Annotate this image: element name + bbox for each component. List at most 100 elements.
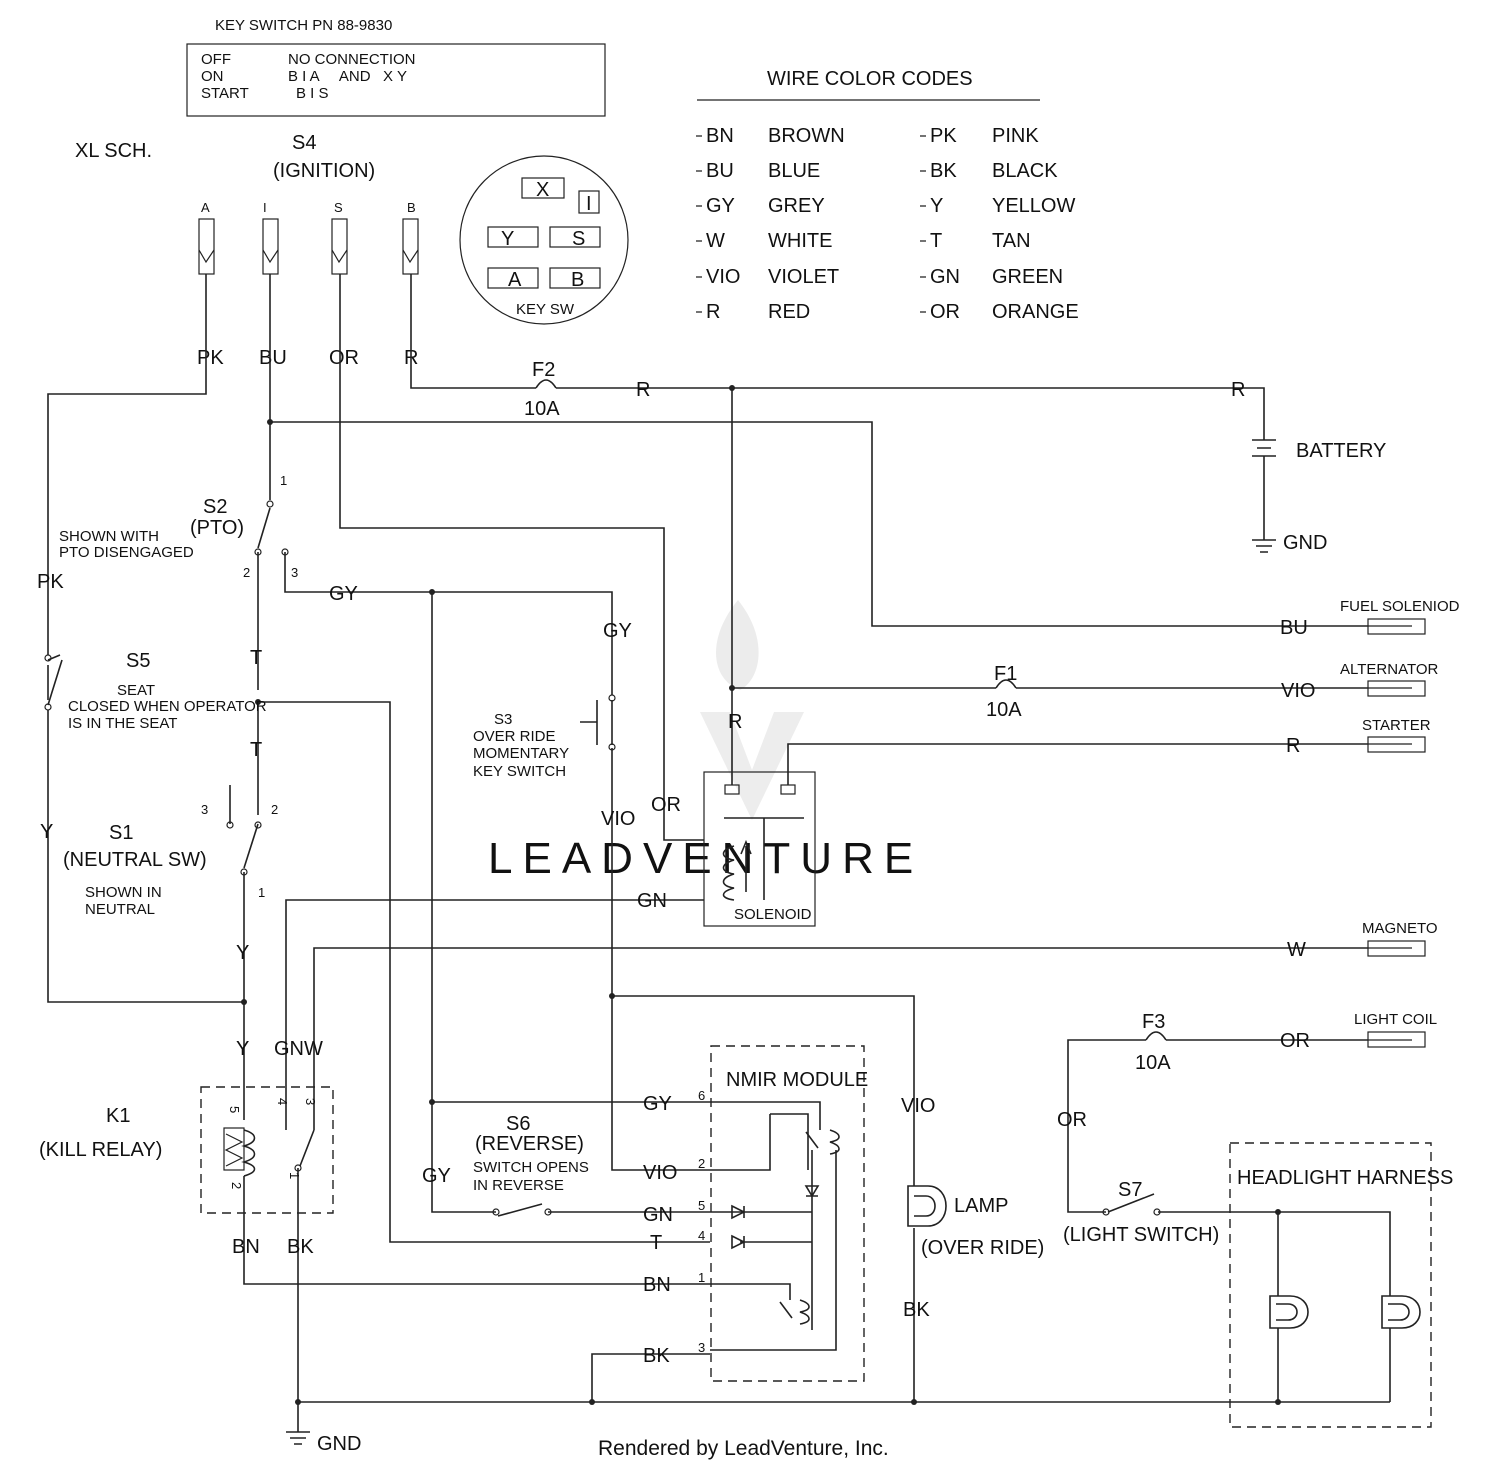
reverse-name: S6: [506, 1113, 530, 1135]
wire-label-r-2: R: [1231, 379, 1245, 401]
reverse-blade: [497, 1203, 543, 1217]
pto-pin-2: 2: [243, 565, 250, 580]
wire-label-gy-3: GY: [422, 1165, 451, 1187]
ignition-desc: (IGNITION): [273, 160, 375, 182]
code-or: OR: [930, 301, 960, 323]
wire-label-vio-1: VIO: [601, 808, 635, 830]
nmir-wire-gy: GY: [643, 1093, 672, 1115]
nmir-pin-6: 6: [698, 1088, 705, 1103]
color-tan: TAN: [992, 230, 1031, 252]
ground-symbol: [286, 1431, 310, 1445]
wire-label-r-3: R: [728, 711, 742, 733]
code-pk: PK: [930, 125, 957, 147]
ignition-pin-s: S: [334, 200, 343, 215]
color-white: WHITE: [768, 230, 832, 252]
reverse-note-2: IN REVERSE: [473, 1177, 564, 1194]
output-alternator-wire: VIO: [1281, 680, 1315, 702]
headlight-lamp-left-icon: [1269, 1295, 1309, 1329]
key-terminal-x: X: [536, 179, 549, 201]
pto-pin-3: 3: [291, 565, 298, 580]
code-w: W: [706, 230, 725, 252]
ignition-pin-a: A: [201, 200, 210, 215]
key-switch-pos-off: OFF: [201, 51, 231, 68]
fuse-f2-name: F2: [532, 359, 555, 381]
wire-or-light: [1067, 1039, 1368, 1213]
output-light-coil-wire: OR: [1280, 1030, 1310, 1052]
ignition-wire-or: OR: [329, 347, 359, 369]
key-switch-conn-on: B I A AND X Y: [288, 68, 407, 85]
wire-label-gy-2: GY: [603, 620, 632, 642]
override-note-2: MOMENTARY: [473, 745, 569, 762]
fuse-f1-rating: 10A: [986, 699, 1022, 721]
pto-note-2: PTO DISENGAGED: [59, 544, 194, 561]
wire-bn: [243, 1212, 710, 1285]
wire-label-r-1: R: [636, 379, 650, 401]
fuse-f2-rating: 10A: [524, 398, 560, 420]
ignition-connectors: [198, 218, 419, 275]
key-switch-title: KEY SWITCH PN 88-9830: [215, 17, 392, 34]
key-switch-info: KEY SWITCH PN 88-9830 OFF NO CONNECTION …: [186, 17, 606, 117]
output-magneto-label: MAGNETO: [1362, 920, 1438, 937]
wire-code-ticks-right: [920, 135, 926, 313]
wire-code-ticks-left: [696, 135, 702, 313]
nmir-internal-wiring: [710, 1101, 837, 1351]
neutral-pin-3: 3: [201, 802, 208, 817]
neutral-pin-1: 1: [258, 885, 265, 900]
wire-label-gnw: GNW: [274, 1038, 323, 1060]
ground-label: GND: [317, 1433, 361, 1455]
wire-label-pk: PK: [37, 571, 64, 593]
wire-t-gy: [257, 552, 613, 815]
key-switch-conn-off: NO CONNECTION: [288, 51, 416, 68]
headlight-title: HEADLIGHT HARNESS: [1237, 1167, 1453, 1189]
solenoid: SOLENOID: [703, 771, 816, 927]
override-name: S3: [494, 711, 512, 728]
color-brown: BROWN: [768, 125, 845, 147]
pto-blade: [257, 507, 271, 549]
nmir-wire-vio: VIO: [643, 1162, 677, 1184]
battery-gnd-label: GND: [1283, 532, 1327, 554]
key-switch-conn-start: B I S: [296, 85, 329, 102]
kill-relay: 5 4 3 2 1 K1 (KILL RELAY) BN BK: [39, 1086, 334, 1258]
nmir-relay-contacts: [779, 1131, 819, 1319]
kill-relay-desc: (KILL RELAY): [39, 1139, 162, 1161]
wire-label-or: OR: [651, 794, 681, 816]
code-bn: BN: [706, 125, 734, 147]
output-alternator-label: ALTERNATOR: [1340, 661, 1439, 678]
ignition-switch: S4 (IGNITION) A I S B PK BU OR R: [197, 132, 419, 369]
reverse-note-1: SWITCH OPENS: [473, 1159, 589, 1176]
override-note-1: OVER RIDE: [473, 728, 556, 745]
ignition-pin-b: B: [407, 200, 416, 215]
wire-label-vio-2: VIO: [901, 1095, 935, 1117]
wire-label-y-1: Y: [40, 821, 53, 843]
wire-gn: [285, 899, 704, 1100]
override-note-3: KEY SWITCH: [473, 763, 566, 780]
seat-desc: SEAT: [117, 682, 155, 699]
nmir-module: NMIR MODULE GY 6 VIO 2 GN 5 T 4 BN 1 BK …: [643, 1045, 868, 1382]
seat-name: S5: [126, 650, 150, 672]
kill-relay-top-wires: [243, 1100, 315, 1120]
kill-relay-pin-2: 2: [229, 1182, 244, 1189]
watermark-text: LEADVENTURE: [488, 834, 923, 883]
color-blue: BLUE: [768, 160, 820, 182]
key-sw-label: KEY SW: [516, 301, 575, 318]
wire-codes-title: WIRE COLOR CODES: [767, 68, 973, 90]
key-terminal-a: A: [508, 269, 522, 291]
fuse-f3-symbol: [1145, 1031, 1167, 1041]
wire-pk: [47, 274, 207, 655]
fuse-f3-name: F3: [1142, 1011, 1165, 1033]
nmir-pin-2: 2: [698, 1156, 705, 1171]
wire-label-gn-1: GN: [637, 890, 667, 912]
key-terminal-s: S: [572, 228, 585, 250]
output-connectors: FUEL SOLENIOD BU ALTERNATOR VIO STARTER …: [1280, 598, 1460, 1052]
key-switch-pos-on: ON: [201, 68, 224, 85]
nmir-pin-1: 1: [698, 1270, 705, 1285]
code-t: T: [930, 230, 942, 252]
color-orange: ORANGE: [992, 301, 1079, 323]
ignition-pin-i: I: [263, 200, 267, 215]
wire-color-codes: WIRE COLOR CODES BN BROWN BU BLUE GY GRE…: [696, 68, 1079, 323]
color-pink: PINK: [992, 125, 1039, 147]
key-switch-face: X I Y S A B KEY SW: [459, 155, 629, 325]
nmir-wire-bk: BK: [643, 1345, 670, 1367]
color-grey: GREY: [768, 195, 825, 217]
battery-gnd-symbol: [1252, 539, 1276, 553]
